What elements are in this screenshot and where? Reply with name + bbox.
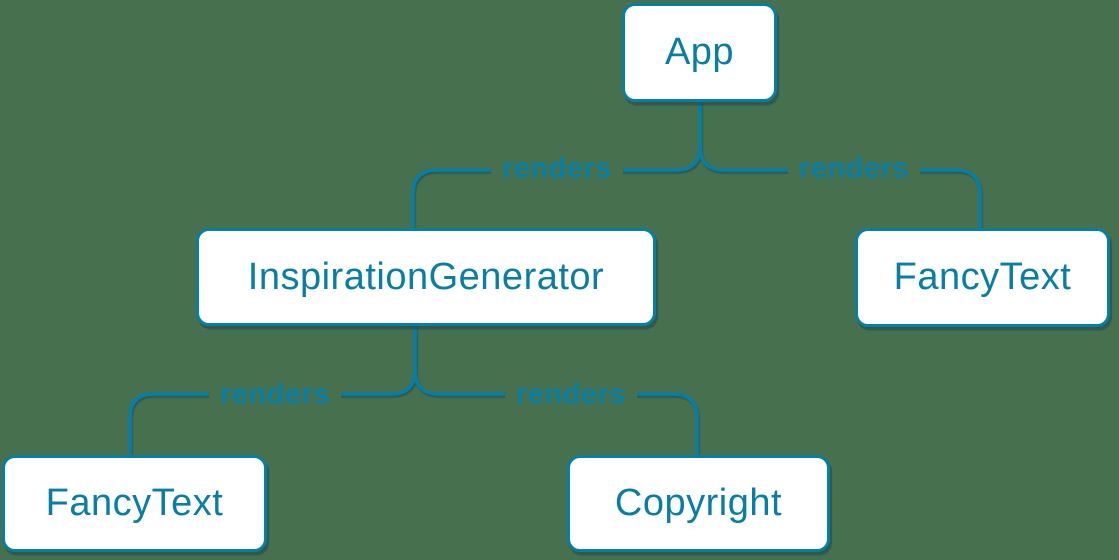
edge-label-renders-inspirationgenerator-fancytext: renders [209, 378, 341, 412]
node-inspiration-generator: InspirationGenerator [196, 228, 656, 326]
node-fancy-text-top: FancyText [855, 228, 1110, 327]
node-app: App [622, 3, 777, 102]
edge-label-renders-app-fancytext: renders [788, 152, 920, 186]
node-fancy-text-bottom: FancyText [2, 455, 267, 552]
node-copyright-label: Copyright [614, 482, 783, 524]
edge-label-renders-app-inspirationgenerator: renders [491, 152, 623, 186]
edge-label-renders-inspirationgenerator-copyright: renders [505, 378, 637, 412]
node-fancy-text-bottom-label: FancyText [45, 482, 224, 524]
node-copyright: Copyright [567, 455, 830, 552]
node-inspiration-generator-label: InspirationGenerator [247, 255, 605, 298]
node-fancy-text-top-label: FancyText [893, 256, 1072, 298]
node-app-label: App [664, 31, 735, 73]
